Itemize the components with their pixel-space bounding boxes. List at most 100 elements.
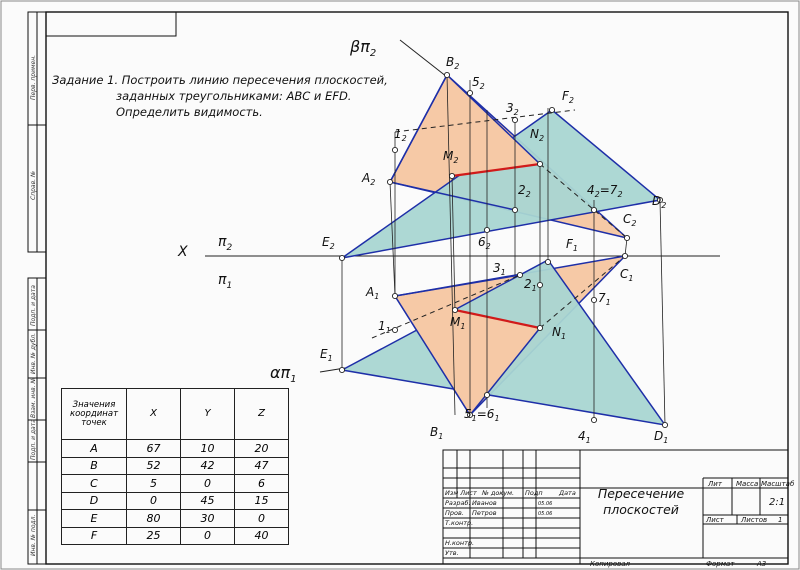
table-cell: 5 (126, 474, 181, 493)
table-row: C 5 0 6 (61, 474, 289, 493)
table-cell: 0 (180, 526, 235, 545)
label-N1: N1 (552, 325, 566, 341)
side-label-7: Инв. № подл. (30, 514, 37, 556)
table-cell: 30 (180, 509, 235, 528)
stamp-date: Дата (558, 489, 576, 497)
table-row: F 25 0 40 (61, 526, 289, 545)
table-cell: 25 (126, 526, 181, 545)
table-cell: 15 (234, 491, 289, 510)
table-row: A 67 10 20 (61, 439, 289, 458)
label-22: 22 (518, 183, 531, 199)
stamp-date-1: 05.06 (538, 501, 552, 507)
intersection-mn-horizontal (454, 308, 541, 330)
label-31: 31 (493, 261, 506, 277)
table-header-row: Значения координат точек X Y Z (61, 388, 289, 440)
edge-bc-horizontal (469, 327, 541, 416)
stamp-prov: Пров. (445, 509, 464, 517)
label-A1: A1 (365, 285, 379, 301)
side-label-5: Взам. инв. № (30, 377, 37, 418)
table-cell: 45 (180, 491, 235, 510)
side-label-6: Подп. и дата (30, 419, 37, 460)
table-cell: A (61, 439, 127, 458)
stamp-razrab: Разраб. (445, 499, 471, 507)
stamp-izm: Изм Лист (445, 489, 477, 497)
side-label-4: Инв. № дубл. (30, 332, 37, 374)
side-strip (27, 11, 47, 565)
stamp-sheet: Лист (705, 516, 725, 524)
label-32: 32 (506, 101, 519, 117)
stamp-date-2: 05.06 (538, 511, 552, 517)
label-F1: F1 (566, 237, 578, 253)
stamp-lit: Лит (707, 480, 723, 488)
label-71: 71 (598, 291, 611, 307)
table-cell: 0 (180, 474, 235, 493)
stamp-format-value: А3 (756, 560, 766, 568)
table-cell: 6 (234, 474, 289, 493)
label-M2: M2 (443, 149, 458, 165)
label-E1: E1 (320, 347, 333, 363)
table-row: B 52 42 47 (61, 456, 289, 475)
label-E2: E2 (322, 235, 335, 251)
table-cell: 0 (234, 509, 289, 528)
side-label-3: Подп. и дата (30, 285, 37, 326)
stamp-tkontr: Т.контр. (445, 519, 473, 527)
projection-links (341, 74, 666, 426)
stamp-scale-value: 2:1 (769, 497, 785, 508)
pi2-label: π2 (218, 234, 232, 253)
label-11: 11 (378, 319, 391, 335)
edge-ac-horizontal (394, 274, 521, 297)
label-B2: B2 (446, 55, 459, 71)
table-cell: 40 (234, 526, 289, 545)
title-block-grid (442, 449, 789, 565)
triangle-efd-frontal (341, 109, 662, 259)
label-12: 12 (394, 127, 407, 143)
top-left-box (45, 11, 177, 37)
x-axis-label: X (177, 244, 188, 260)
table-cell: F (61, 526, 127, 545)
label-N2: N2 (530, 127, 544, 143)
stamp-razrab-name: Иванов (472, 499, 497, 507)
pi1-label: π1 (218, 272, 232, 291)
label-D2: D2 (652, 194, 666, 210)
stamp-sheets: Листов (740, 516, 767, 524)
stamp-prov-name: Петров (472, 509, 497, 517)
table-cell: 20 (234, 439, 289, 458)
table-header-cell: Z (234, 388, 289, 440)
label-52: 52 (472, 75, 485, 91)
intersection-mn-frontal (451, 162, 541, 178)
table-header-cell: X (126, 388, 181, 440)
table-cell: D (61, 491, 127, 510)
stamp-nkontr: Н.контр. (445, 539, 474, 547)
table-cell: 47 (234, 456, 289, 475)
label-42-72: 42=72 (587, 183, 623, 199)
beta-trace-label: βπ2 (349, 37, 376, 59)
table-header-cell: Значения координат точек (61, 388, 127, 440)
coordinates-table: Значения координат точек X Y Z A 67 10 2… (61, 388, 289, 545)
visible-abc-frontal (447, 75, 540, 176)
table-cell: C (61, 474, 127, 493)
table-cell: 42 (180, 456, 235, 475)
label-B1: B1 (430, 425, 443, 441)
visible-abc-horizontal (395, 296, 540, 415)
label-A2: A2 (361, 171, 375, 187)
aux-line-frontal (394, 109, 576, 133)
stamp-sheets-value: 1 (778, 516, 782, 524)
edge-ab-horizontal (394, 295, 471, 416)
task-line-3: Определить видимость. (116, 105, 263, 119)
table-cell: 10 (180, 439, 235, 458)
table-cell: B (61, 456, 127, 475)
table-cell: 80 (126, 509, 181, 528)
point-labels: B2 52 32 F2 12 M2 N2 A2 22 42=72 D2 C2 E… (320, 55, 668, 445)
table-cell: 0 (126, 491, 181, 510)
hidden-bc-frontal (539, 163, 628, 239)
label-M1: M1 (450, 315, 465, 331)
label-62: 62 (478, 235, 491, 251)
stamp-mass: Масса (736, 480, 758, 488)
stamp-scale: Масштаб (761, 480, 795, 488)
label-21: 21 (524, 277, 537, 293)
hidden-bc-horizontal (539, 255, 626, 329)
table-header-cell: Y (180, 388, 235, 440)
table-row: D 0 45 15 (61, 491, 289, 510)
point-markers (338, 71, 669, 429)
